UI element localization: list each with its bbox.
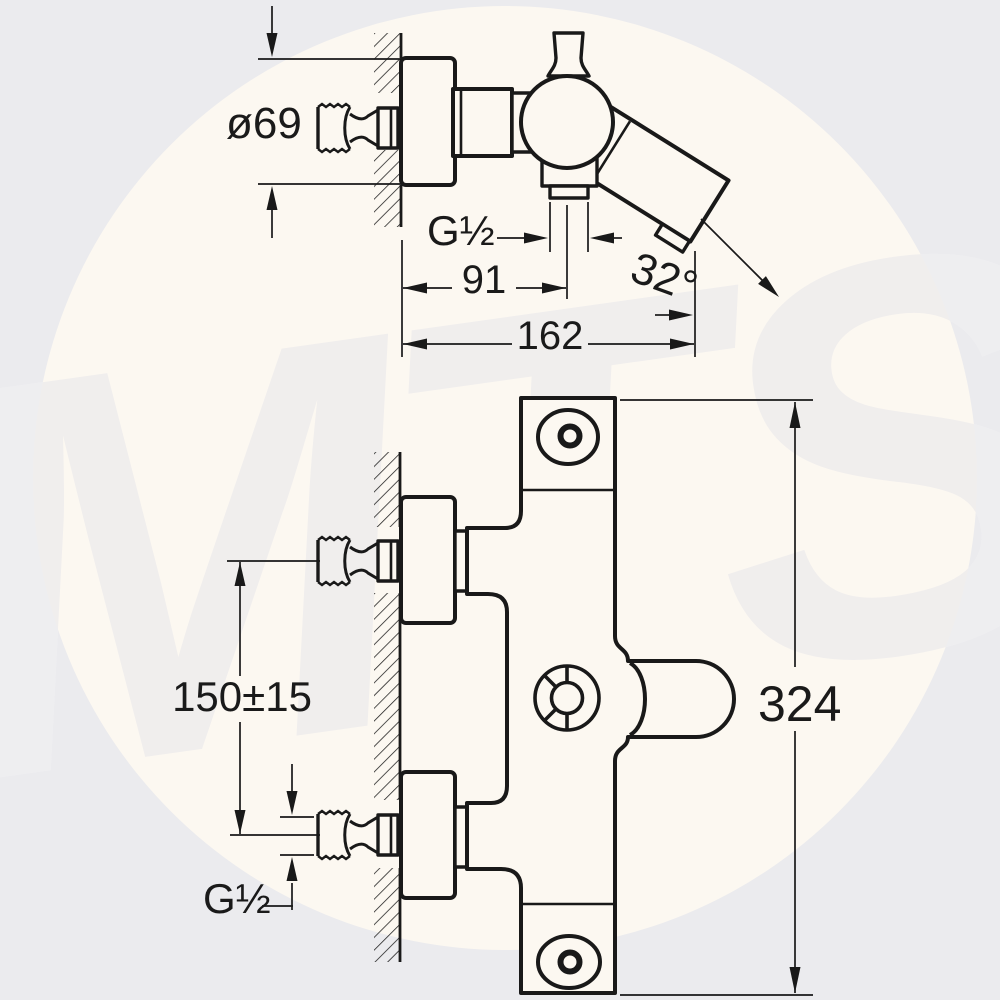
total-height-label: 324 bbox=[758, 676, 841, 732]
spout-profile-curve bbox=[628, 661, 647, 737]
cartridge-symbol bbox=[533, 664, 601, 732]
dim-inlet-thread: G½ bbox=[203, 764, 314, 922]
wall-to-outlet-label: 91 bbox=[462, 258, 507, 302]
screw-boss-top bbox=[536, 408, 600, 466]
outlet-lip bbox=[548, 184, 590, 200]
spout-seam bbox=[592, 120, 632, 180]
wall-flange bbox=[399, 56, 457, 187]
outlet-thread-label: G½ bbox=[427, 207, 495, 254]
inlet-spacing-label: 150±15 bbox=[172, 673, 312, 720]
wall-hatch-top bbox=[374, 452, 400, 527]
paper-circle bbox=[33, 6, 977, 950]
inlet-thread-label: G½ bbox=[203, 875, 271, 922]
diverter-knob bbox=[546, 31, 591, 78]
dim-wall-to-spout-end: 162 bbox=[403, 251, 696, 358]
flange-diameter-label: ø69 bbox=[226, 99, 302, 148]
wall-hatch-middle bbox=[374, 593, 400, 800]
dim-wall-to-outlet: 91 bbox=[401, 205, 568, 357]
wall-to-spout-end-label: 162 bbox=[517, 314, 584, 358]
screw-hole-bottom bbox=[557, 949, 583, 975]
screw-boss-bottom bbox=[536, 934, 602, 990]
side-elevation-view: ø69 G½ 91 162 bbox=[226, 6, 779, 358]
valve-body bbox=[519, 74, 615, 170]
wall-hatch-lower bbox=[374, 150, 402, 227]
spout-aerator bbox=[653, 222, 692, 254]
dim-total-height: 324 bbox=[620, 399, 841, 996]
dim-flange-diameter: ø69 bbox=[226, 6, 401, 238]
wall-hatch-upper bbox=[374, 33, 402, 93]
wall-flange-bottom bbox=[399, 770, 457, 900]
profile-view: 150±15 G½ 324 bbox=[172, 396, 841, 996]
dim-inlet-spacing: 150±15 bbox=[172, 560, 320, 836]
screw-hole-top bbox=[557, 423, 583, 449]
watermark-inner-text: MTS bbox=[0, 120, 1000, 900]
dim-outlet-thread: G½ bbox=[427, 202, 622, 254]
wall-flange-top bbox=[399, 495, 457, 625]
wall-hatch-bottom bbox=[374, 868, 400, 962]
